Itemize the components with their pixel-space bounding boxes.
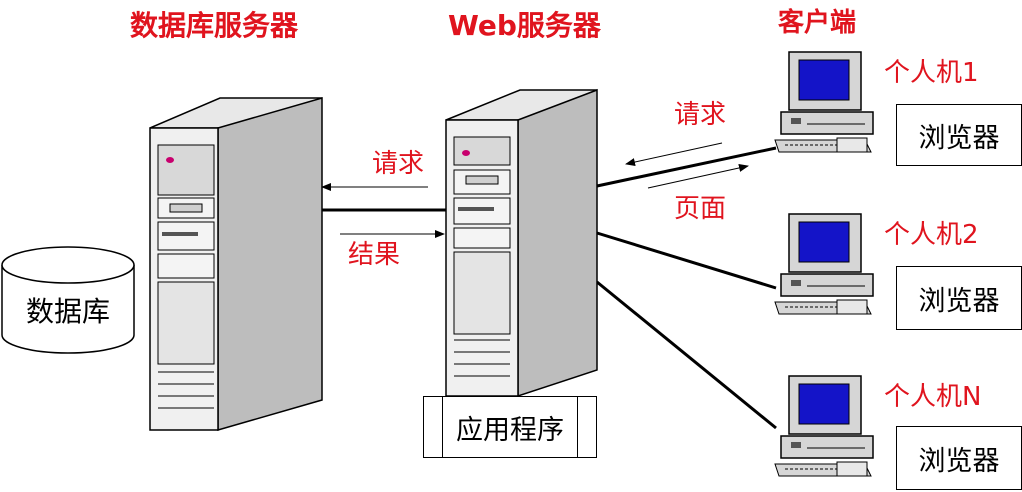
application-box-right-bar bbox=[577, 397, 578, 457]
client-2-browser: 浏览器 bbox=[896, 266, 1022, 330]
web-server-heading: Web服务器 bbox=[448, 9, 601, 42]
client-2-browser-label: 浏览器 bbox=[918, 285, 1000, 317]
web-clientN-link bbox=[596, 280, 777, 430]
pc-icon-1 bbox=[774, 51, 874, 153]
pc-icon-2 bbox=[774, 213, 874, 315]
db-server-tower bbox=[149, 97, 323, 431]
client-3-name: 个人机N bbox=[884, 382, 982, 412]
client-3-browser: 浏览器 bbox=[896, 426, 1022, 490]
application-box-left-bar bbox=[442, 397, 443, 457]
application-box: 应用程序 bbox=[423, 396, 597, 458]
database-cylinder bbox=[1, 246, 135, 354]
client-3-browser-label: 浏览器 bbox=[918, 445, 1000, 477]
db-server-led bbox=[166, 157, 174, 163]
client-1-browser-label: 浏览器 bbox=[918, 122, 1000, 154]
db-request-label: 请求 bbox=[372, 149, 425, 179]
db-server-heading: 数据库服务器 bbox=[130, 9, 299, 42]
client-page-label: 页面 bbox=[674, 194, 727, 224]
client-heading: 客户端 bbox=[778, 8, 857, 38]
pc-icon-3 bbox=[774, 375, 874, 477]
client-2-name: 个人机2 bbox=[884, 220, 979, 250]
web-server-led bbox=[462, 150, 470, 156]
web-server-tower bbox=[445, 88, 598, 398]
application-label: 应用程序 bbox=[456, 414, 564, 446]
web-client2-link bbox=[596, 231, 777, 290]
web-client1-link bbox=[596, 146, 777, 188]
db-result-label: 结果 bbox=[348, 240, 401, 270]
client-1-browser: 浏览器 bbox=[896, 104, 1022, 166]
page-arrow bbox=[647, 164, 749, 189]
client-request-arrow bbox=[625, 142, 723, 166]
client-1-name: 个人机1 bbox=[884, 58, 979, 88]
client-request-label: 请求 bbox=[674, 100, 727, 130]
database-label: 数据库 bbox=[25, 295, 110, 328]
